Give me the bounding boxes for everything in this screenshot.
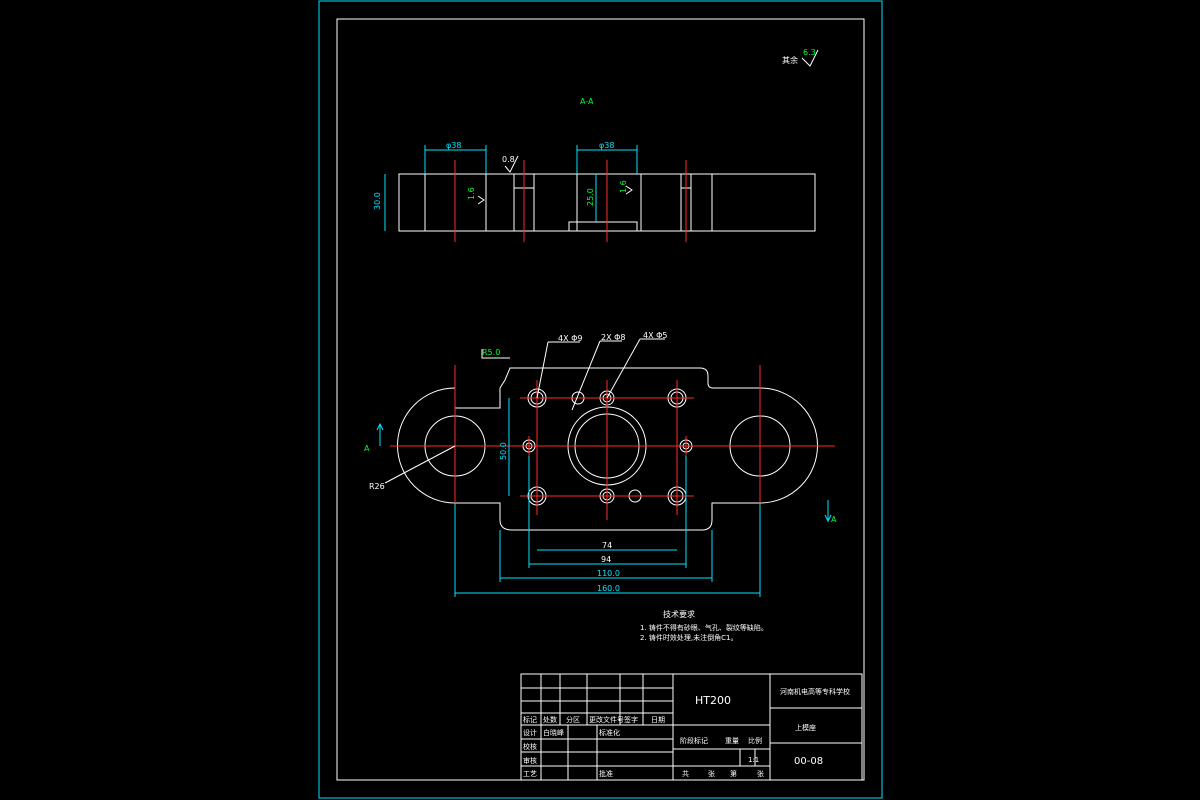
dim-dia-left: φ38: [446, 141, 461, 150]
dim-depth: 25.0: [586, 188, 595, 206]
hole-label-2: 2X Φ8: [601, 333, 626, 342]
sheet-no: 第: [730, 769, 737, 778]
row-design: 设计: [523, 728, 537, 737]
dim-vertical: 50.0: [499, 442, 508, 460]
sheet-unit-1: 张: [708, 769, 715, 778]
part-name: 上模座: [795, 723, 816, 732]
roughness-right: 1.6: [619, 180, 628, 193]
hole-label-3: 4X Φ5: [643, 331, 668, 340]
section-mark-left: A: [364, 444, 370, 453]
hole-label-1: 4X Φ9: [558, 334, 583, 343]
hdr-date: 日期: [651, 716, 665, 724]
roughness-top: 0.8: [502, 155, 515, 164]
mid-approve: 批准: [599, 769, 613, 778]
dim-dia-right: φ38: [599, 141, 614, 150]
surface-roughness-note: 其余 6.3: [782, 48, 819, 67]
section-view: A-A φ38 φ38 30.0: [373, 97, 816, 242]
roughness-left: 1.6: [467, 187, 476, 200]
hdr-sign: 签字: [624, 715, 638, 724]
hdr-zone: 分区: [566, 715, 580, 724]
section-mark-right: A: [831, 515, 837, 524]
designer-name: 白晓峰: [543, 728, 564, 737]
hdr-mark: 标记: [523, 715, 537, 724]
row-review: 审核: [523, 756, 537, 765]
mid-standard: 标准化: [599, 728, 620, 737]
drawing-number: 00-08: [794, 756, 823, 767]
note-2: 2. 铸件时效处理,未注倒角C1。: [640, 633, 737, 642]
surface-note-value: 6.3: [803, 48, 816, 57]
dim-160: 160.0: [597, 584, 620, 593]
dim-74: 74: [602, 541, 612, 550]
title-block: 标记 处数 分区 更改文件号 签字 日期 设计 白晓峰 标准化 校核 审核 工艺…: [520, 673, 863, 781]
scale-value: 1:1: [748, 756, 759, 764]
row-process: 工艺: [523, 770, 537, 778]
note-1: 1. 铸件不得有砂眼、气孔、裂纹等缺陷。: [640, 623, 768, 632]
hdr-count: 处数: [543, 715, 557, 724]
notes-title: 技术要求: [663, 609, 695, 619]
dim-110: 110.0: [597, 569, 620, 578]
dim-94: 94: [601, 555, 611, 564]
hdr-doc: 更改文件号: [589, 715, 624, 724]
stage-label: 阶段标记: [680, 736, 708, 745]
scale-label: 比例: [748, 736, 762, 745]
material: HT200: [695, 694, 731, 707]
technical-notes: 技术要求 1. 铸件不得有砂眼、气孔、裂纹等缺陷。 2. 铸件时效处理,未注倒角…: [640, 609, 768, 642]
radius-left: R26: [369, 482, 385, 491]
school-name: 河南机电高等专科学校: [780, 687, 850, 696]
radius-top: R5.0: [482, 348, 500, 357]
surface-note-label: 其余: [782, 55, 798, 65]
weight-label: 重量: [725, 737, 739, 745]
plan-view: R5.0 R26 4X Φ9 2X Φ8 4X Φ5 50.0 74 94 11…: [364, 331, 837, 597]
row-check: 校核: [523, 742, 537, 751]
sheet-total: 共: [682, 769, 689, 778]
outer-border: [318, 0, 883, 799]
section-title: A-A: [580, 97, 594, 106]
sheet-unit-2: 张: [757, 769, 764, 778]
dim-height: 30.0: [373, 192, 382, 210]
